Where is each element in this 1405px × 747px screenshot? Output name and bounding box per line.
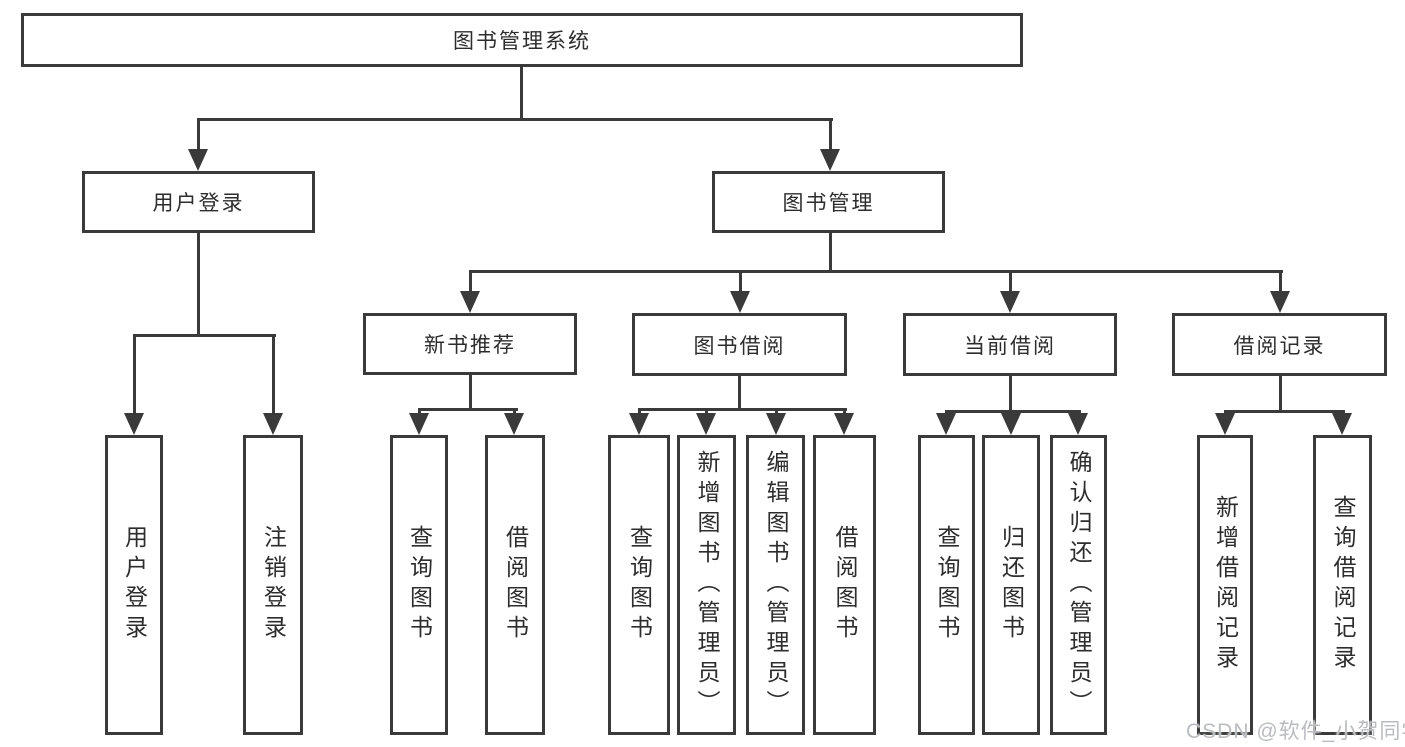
connector-line [1009,270,1012,294]
node-borrow-records: 借阅记录 [1172,313,1387,376]
node-label: 图书管理系统 [453,30,591,53]
node-new-book-recommend: 新书推荐 [363,313,577,375]
node-label: 图书管理 [782,192,875,215]
connector-line [638,408,847,411]
connector-line [739,270,742,294]
node-current-borrowing: 当前借阅 [903,313,1117,376]
csdn-watermark: CSDN @软件_小贺同学 [1186,720,1405,743]
connector-line [829,233,832,273]
leaf-edit-book-admin: 编辑图书（管理员） [746,435,805,735]
arrow-down-icon [936,413,956,435]
leaf-query-books-1: 查询图书 [390,435,448,735]
leaf-query-books-2: 查询图书 [608,435,670,735]
connector-line [197,233,200,336]
node-label: 新增借阅记录 [1212,495,1239,675]
node-label: 归还图书 [998,525,1025,645]
connector-line [1279,270,1282,294]
connector-line [469,375,472,411]
arrow-down-icon [730,291,750,313]
connector-line [945,410,1081,413]
connector-line [272,334,275,416]
connector-line [469,270,1283,273]
arrow-down-icon [1001,413,1021,435]
connector-line [520,67,523,118]
arrow-down-icon [263,413,283,435]
leaf-confirm-return-admin: 确认归还（管理员） [1050,435,1107,735]
connector-line [829,118,832,154]
node-book-management: 图书管理 [712,171,945,233]
connector-line [418,408,421,416]
arrow-down-icon [188,149,208,171]
connector-line [469,270,472,294]
arrow-down-icon [1068,413,1088,435]
arrow-down-icon [1332,413,1352,435]
connector-line [1279,376,1282,413]
arrow-down-icon [766,413,786,435]
node-label: 用户登录 [121,525,148,645]
leaf-add-borrow-record: 新增借阅记录 [1197,435,1253,735]
leaf-add-book-admin: 新增图书（管理员） [677,435,736,735]
node-label: 查询图书 [626,525,653,645]
node-label: 图书借阅 [693,334,786,358]
node-label: 新书推荐 [424,334,516,357]
arrow-down-icon [1215,413,1235,435]
connector-line [1224,410,1345,413]
arrow-down-icon [1270,291,1290,313]
node-label: 借阅记录 [1233,334,1326,358]
connector-line [133,334,136,416]
connector-line [638,408,641,416]
node-book-borrowing: 图书借阅 [632,313,847,376]
node-system-root: 图书管理系统 [21,13,1023,67]
connector-line [775,408,778,416]
node-label: 用户登录 [152,192,245,215]
node-label: 当前借阅 [964,334,1056,358]
node-label: 借阅图书 [502,525,529,645]
node-label: 借阅图书 [832,525,858,645]
node-label: 注销登录 [260,525,287,645]
arrow-down-icon [629,413,649,435]
arrow-down-icon [1000,291,1020,313]
connector-line [197,118,833,121]
node-label: 确认归还（管理员） [1066,450,1092,720]
arrow-down-icon [409,413,429,435]
arrow-down-icon [820,149,840,171]
connector-line [197,118,200,154]
connector-line [513,408,516,416]
node-label: 查询借阅记录 [1330,495,1356,675]
leaf-query-books-3: 查询图书 [918,435,975,735]
leaf-borrow-books-2: 借阅图书 [813,435,876,735]
leaf-user-login: 用户登录 [105,435,163,735]
node-label: 新增图书（管理员） [694,450,720,720]
node-label: 查询图书 [406,525,433,645]
leaf-return-books: 归还图书 [982,435,1040,735]
node-label: 查询图书 [934,525,960,645]
arrow-down-icon [504,413,524,435]
arrow-down-icon [834,413,854,435]
arrow-down-icon [460,291,480,313]
connector-line [843,408,846,416]
leaf-borrow-books-1: 借阅图书 [485,435,545,735]
connector-line [738,376,741,411]
arrow-down-icon [124,413,144,435]
leaf-logout: 注销登录 [243,435,303,735]
connector-line [1009,376,1012,413]
connector-line [705,408,708,416]
node-user-login: 用户登录 [82,171,315,233]
node-label: 编辑图书（管理员） [763,450,789,720]
connector-line [418,408,518,411]
connector-line [133,334,276,337]
arrow-down-icon [696,413,716,435]
leaf-query-borrow-record: 查询借阅记录 [1313,435,1372,735]
